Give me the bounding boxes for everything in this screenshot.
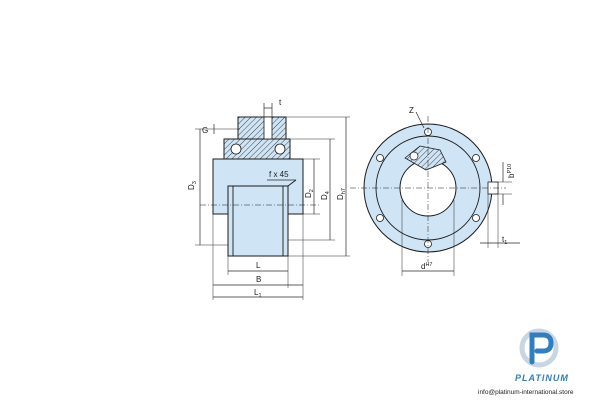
bearing-ball-left [230, 143, 242, 155]
label-D2: D2 [304, 189, 315, 198]
side-section-view: t G D3 f x 45 D2 D4 Dh7 L B L1 [187, 98, 350, 300]
label-Dh7: Dh7 [336, 188, 347, 200]
label-f45: f x 45 [269, 170, 289, 179]
label-Z: Z [409, 106, 414, 115]
bolt-hole-left-lower [376, 214, 384, 222]
bolt-hole-right-lower [472, 214, 480, 222]
bolt-hole-left-upper [376, 154, 384, 162]
label-D3: D3 [187, 181, 198, 190]
housing-top-block [237, 116, 287, 140]
bolt-hole-right-upper [472, 154, 480, 162]
logo-brand-text: PLATINUM [515, 373, 569, 383]
label-bP10: bP10 [507, 164, 516, 178]
label-B: B [256, 275, 261, 284]
label-t1: t1 [502, 235, 507, 246]
logo-ring [519, 328, 559, 368]
label-dH7: dH7 [421, 262, 432, 271]
key-slot [263, 116, 273, 140]
label-G: G [202, 126, 208, 135]
front-view: Z bP10 t1 dH7 [350, 106, 520, 276]
bearing-ball-right [274, 143, 286, 155]
logo-website: info@platinum-international.store [478, 389, 574, 396]
label-t: t [279, 98, 282, 107]
label-L: L [256, 261, 261, 270]
platinum-logo: PLATINUM info@platinum-international.sto… [478, 328, 574, 396]
label-D4: D4 [320, 191, 331, 200]
label-L1: L1 [254, 288, 262, 299]
shaft-sleeve [227, 185, 289, 257]
logo-p-icon [529, 332, 554, 365]
